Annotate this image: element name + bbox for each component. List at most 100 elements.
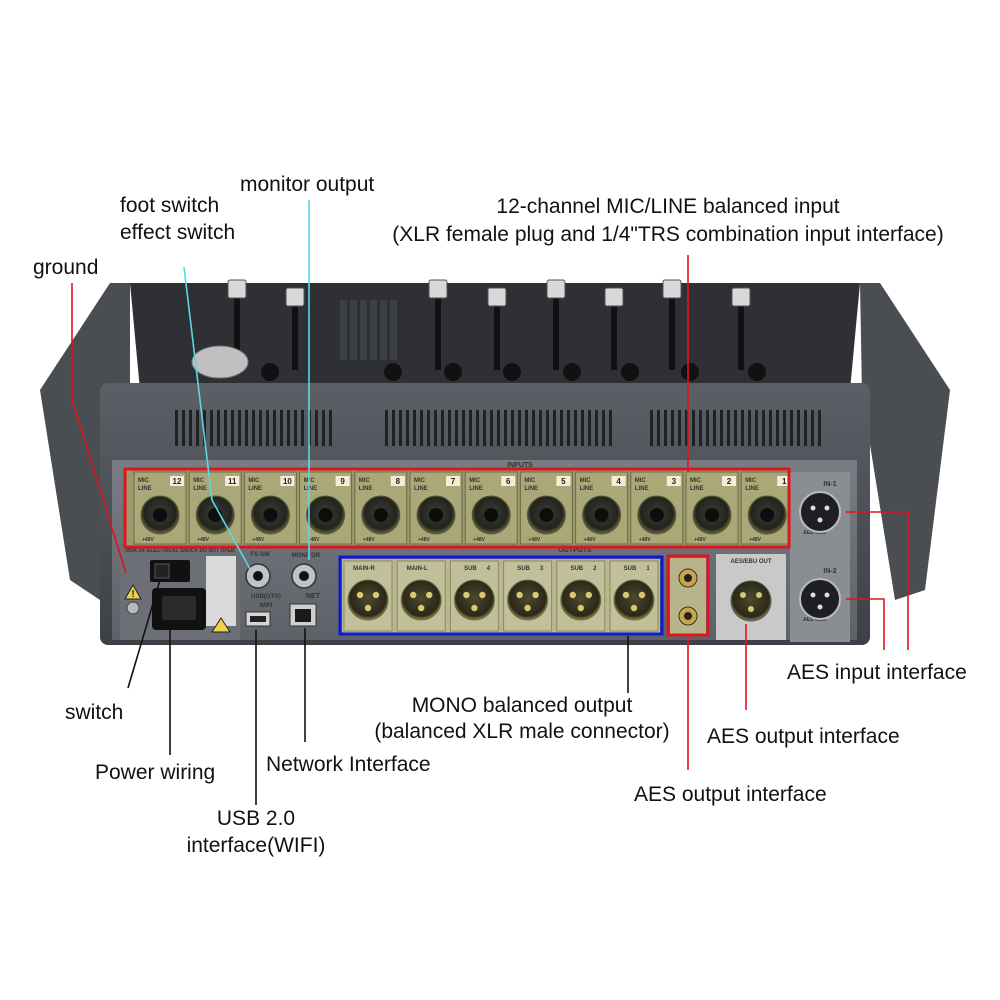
vent-slot: [504, 410, 507, 446]
xlr-pin-icon: [585, 591, 592, 599]
callout-input-subtitle: (XLR female plug and 1/4"TRS combination…: [392, 223, 944, 246]
knob[interactable]: [681, 363, 699, 381]
vent-slot: [231, 410, 234, 446]
vent-slot: [769, 410, 772, 446]
vent-slot: [741, 410, 744, 446]
trs-jack-hole-icon: [594, 508, 609, 522]
callout-aes-input: AES input interface: [787, 661, 967, 684]
knob[interactable]: [503, 363, 521, 381]
vent-slot: [441, 410, 444, 446]
trs-jack-hole-icon: [318, 508, 333, 522]
vent-slot: [678, 410, 681, 446]
power-inlet-socket-icon: [162, 596, 196, 620]
vent-slot: [490, 410, 493, 446]
vent-slot: [448, 410, 451, 446]
phantom-label: +48V: [308, 537, 320, 543]
phantom-label: +48V: [252, 537, 264, 543]
callout-effect-switch: effect switch: [120, 221, 236, 244]
vent-slot: [469, 410, 472, 446]
trs-jack-hole-icon: [373, 508, 388, 522]
fader-cap[interactable]: [285, 287, 305, 307]
ground-screw-icon: [126, 601, 140, 615]
line-label: LINE: [690, 486, 704, 492]
knob[interactable]: [261, 363, 279, 381]
channel-number-badge: [611, 476, 626, 486]
outputs-highlight-box: [338, 555, 664, 636]
vent-slot: [650, 410, 653, 446]
aes-in-label: IN-2: [823, 568, 836, 575]
xlr-male-output[interactable]: [347, 579, 389, 621]
knob[interactable]: [444, 363, 462, 381]
fader-cap[interactable]: [487, 287, 507, 307]
vent-slot: [720, 410, 723, 446]
knob[interactable]: [621, 363, 639, 381]
channel-number: 12: [173, 477, 182, 486]
xlr-male-output[interactable]: [560, 579, 602, 621]
knob[interactable]: [748, 363, 766, 381]
xlr-pin-icon: [410, 591, 417, 599]
line-label: LINE: [580, 486, 594, 492]
fader-cap[interactable]: [428, 279, 448, 299]
knob[interactable]: [563, 363, 581, 381]
fader-cap[interactable]: [731, 287, 751, 307]
xlr-male-output[interactable]: [453, 579, 495, 621]
inputs-highlight-box: [123, 467, 791, 549]
xlr-pin-icon: [622, 591, 630, 599]
fader-cap[interactable]: [546, 279, 566, 299]
vent-slot: [553, 410, 556, 446]
vent-slot: [532, 410, 535, 446]
output-number: 3: [540, 566, 544, 572]
vent-slot: [399, 410, 402, 446]
vent-slot: [203, 410, 206, 446]
fader-cap[interactable]: [662, 279, 682, 299]
output-label: SUB: [464, 566, 477, 572]
line-label: LINE: [193, 486, 207, 492]
xlr-male-output[interactable]: [507, 579, 549, 621]
phantom-label: +48V: [749, 537, 761, 543]
xlr-pin-icon: [426, 591, 433, 599]
aes-xlr-pin-icon: [740, 592, 746, 598]
channel-number-badge: [777, 476, 792, 486]
phantom-label: +48V: [197, 537, 209, 543]
mic-label: MIC: [193, 478, 205, 484]
vent-slot: [671, 410, 674, 446]
mic-label: MIC: [359, 478, 371, 484]
phantom-label: +48V: [473, 537, 485, 543]
xlr-socket-hole-icon: [817, 517, 823, 523]
xlr-male-output[interactable]: [613, 579, 655, 621]
callout-input-title: 12-channel MIC/LINE balanced input: [496, 195, 840, 218]
output-strip: [342, 559, 660, 633]
vent-slot: [483, 410, 486, 446]
xlr-male-output[interactable]: [400, 579, 442, 621]
button-column: [340, 300, 347, 360]
xlr-pin-icon: [630, 604, 638, 612]
output-label: MAIN-L: [407, 566, 428, 572]
aes-xlr-input[interactable]: [799, 578, 841, 620]
monitor-label: MONITOR: [292, 553, 321, 559]
xlr-pin-icon: [516, 591, 523, 599]
xlr-pin-icon: [364, 604, 372, 612]
fader-cap[interactable]: [227, 279, 247, 299]
power-switch-rocker-icon: [154, 563, 170, 579]
channel-number: 6: [506, 477, 511, 486]
aes-xlr-pin-icon: [748, 606, 754, 612]
channel-number-badge: [335, 476, 350, 486]
vent-slot: [790, 410, 793, 446]
aes-xlr-input[interactable]: [799, 491, 841, 533]
jog-wheel[interactable]: [191, 345, 249, 379]
trs-jack-hole-icon: [705, 508, 719, 522]
vent-slot: [560, 410, 563, 446]
vent-slots: [175, 410, 821, 446]
phantom-label: +48V: [142, 537, 154, 543]
channel-number: 5: [561, 477, 566, 486]
line-label: LINE: [138, 486, 152, 492]
callout-mono-line1: MONO balanced output: [411, 694, 633, 717]
button-column: [350, 300, 357, 360]
vent-slot: [713, 410, 716, 446]
knob[interactable]: [384, 363, 402, 381]
line-label: LINE: [359, 486, 373, 492]
callout-foot-switch: foot switch: [120, 194, 220, 217]
fader-cap[interactable]: [604, 287, 624, 307]
aes-xlr-output[interactable]: [730, 580, 772, 622]
mic-label: MIC: [469, 478, 481, 484]
